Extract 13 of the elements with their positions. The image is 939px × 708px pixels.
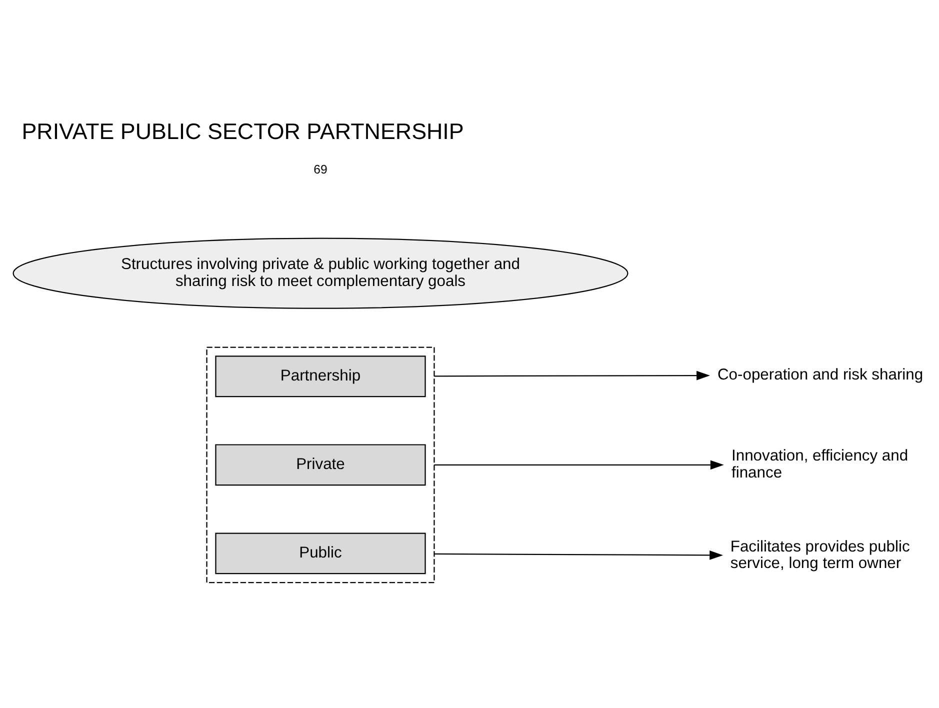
arrow [434, 370, 710, 380]
node-box: Public [215, 532, 426, 574]
node-box: Partnership [215, 356, 426, 398]
node-ellipse: Structures involving private & public working together and sharing risk to meet complementary goals [12, 238, 628, 309]
arrow [434, 550, 724, 560]
cluster [206, 346, 435, 584]
label: 69 [314, 162, 328, 176]
diagram-title: PRIVATE PUBLIC SECTOR PARTNERSHIP [22, 118, 464, 144]
arrow [434, 460, 724, 470]
node-text: Facilitates provides public service, long term owner [730, 538, 910, 572]
node-text: Co-operation and risk sharing [718, 366, 924, 384]
node-text: Innovation, efficiency and finance [732, 448, 908, 482]
node-box: Private [215, 444, 426, 486]
